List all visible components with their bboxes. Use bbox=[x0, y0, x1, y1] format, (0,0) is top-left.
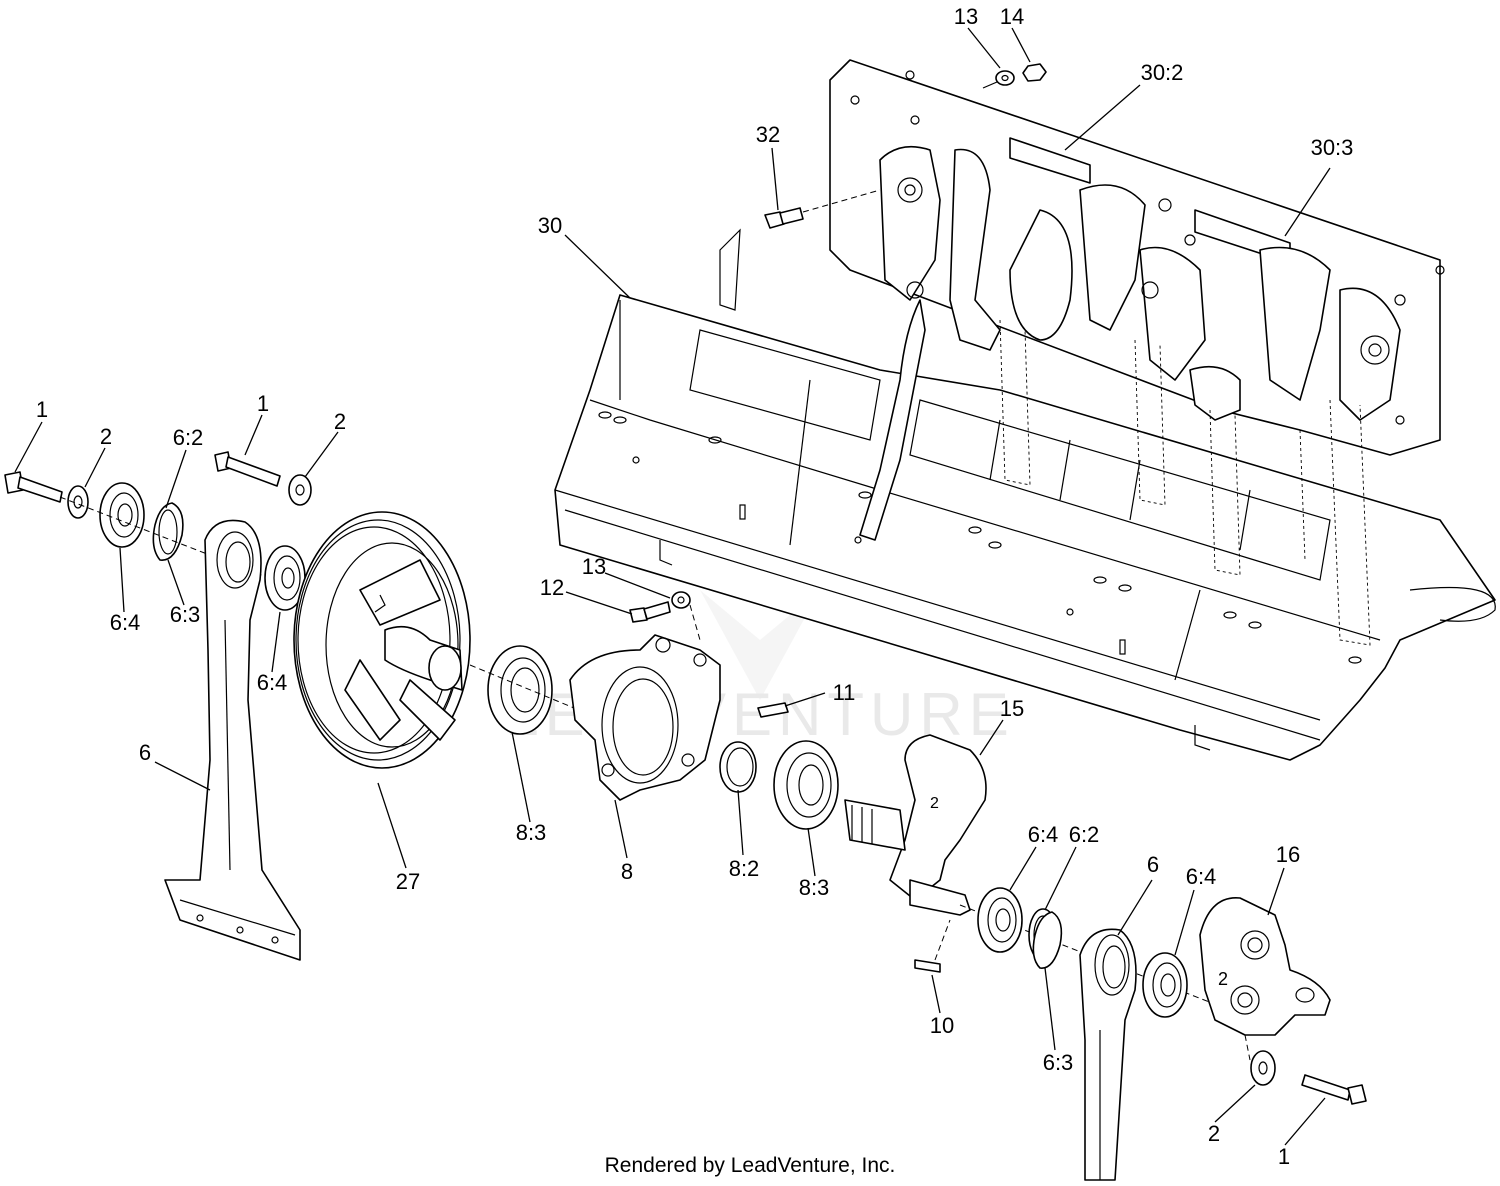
callout-30-2: 30:2 bbox=[1141, 60, 1184, 85]
callout-6-4-mid: 6:4 bbox=[257, 670, 288, 695]
callout-1-left: 1 bbox=[36, 397, 48, 422]
callout-8: 8 bbox=[621, 859, 633, 884]
callout-6-right: 6 bbox=[1147, 852, 1159, 877]
callout-6-2-right: 6:2 bbox=[1069, 822, 1100, 847]
callout-6-3-left: 6:3 bbox=[170, 602, 201, 627]
callout-10: 10 bbox=[930, 1013, 954, 1038]
credit-text: Rendered by LeadVenture, Inc. bbox=[605, 1154, 896, 1177]
callout-2-right: 2 bbox=[1208, 1121, 1220, 1146]
callout-15: 15 bbox=[1000, 696, 1024, 721]
callout-1-mid: 1 bbox=[257, 391, 269, 416]
svg-text:2: 2 bbox=[1218, 969, 1228, 989]
connecting-rod-6-right bbox=[1079, 928, 1137, 1181]
callout-2-left: 2 bbox=[100, 424, 112, 449]
bolt-32 bbox=[764, 189, 881, 229]
callout-1-right: 1 bbox=[1278, 1144, 1290, 1169]
washer-nut-top bbox=[982, 63, 1047, 89]
pulley-27 bbox=[293, 511, 471, 769]
callout-8-2: 8:2 bbox=[729, 856, 760, 881]
callout-8-3-left: 8:3 bbox=[516, 820, 547, 845]
callout-6-4-left: 6:4 bbox=[110, 610, 141, 635]
bearing-6-4-right-2 bbox=[1142, 952, 1188, 1018]
callout-2-mid: 2 bbox=[334, 409, 346, 434]
callout-12: 12 bbox=[540, 575, 564, 600]
bolt-1-mid bbox=[214, 451, 312, 506]
callout-8-3-right: 8:3 bbox=[799, 875, 830, 900]
callout-16: 16 bbox=[1276, 842, 1300, 867]
bolt-12 bbox=[629, 591, 701, 641]
callout-27: 27 bbox=[396, 869, 420, 894]
snap-ring-6-3-left bbox=[152, 502, 184, 561]
bearing-8-3-right bbox=[773, 740, 839, 830]
bracket-16: 2 bbox=[1199, 897, 1331, 1061]
connecting-rod-6-left bbox=[164, 519, 301, 961]
spacer-8-2 bbox=[719, 741, 757, 793]
callout-30-3: 30:3 bbox=[1311, 135, 1354, 160]
callout-6-4-right-2: 6:4 bbox=[1186, 864, 1217, 889]
callout-6-left: 6 bbox=[139, 740, 151, 765]
bolt-1-left bbox=[4, 471, 63, 503]
bearing-6-4-mid bbox=[264, 545, 306, 611]
bearing-6-4-left bbox=[99, 482, 145, 548]
washer-2-left bbox=[67, 485, 89, 519]
callout-6-2-left: 6:2 bbox=[173, 425, 204, 450]
leader-lines bbox=[14, 27, 1331, 1146]
callout-6-4-right-1: 6:4 bbox=[1028, 822, 1059, 847]
snap-rings-right bbox=[1028, 908, 1063, 969]
callout-6-3-right: 6:3 bbox=[1043, 1050, 1074, 1075]
bearing-8-3-left bbox=[487, 645, 553, 735]
bearing-housing-8 bbox=[569, 634, 721, 801]
callout-14: 14 bbox=[1000, 4, 1024, 29]
callout-13-mid: 13 bbox=[582, 554, 606, 579]
callout-13-top: 13 bbox=[954, 4, 978, 29]
bearing-6-4-right-1 bbox=[977, 887, 1023, 953]
pin-11 bbox=[757, 702, 789, 718]
frame-assembly bbox=[554, 59, 1496, 761]
callout-32: 32 bbox=[756, 122, 780, 147]
svg-text:2: 2 bbox=[930, 795, 939, 812]
washer-bolt-right bbox=[1250, 1050, 1367, 1105]
callout-11: 11 bbox=[833, 680, 856, 705]
callout-30: 30 bbox=[538, 213, 562, 238]
key-10 bbox=[914, 919, 951, 973]
crank-15: 2 bbox=[844, 734, 987, 916]
